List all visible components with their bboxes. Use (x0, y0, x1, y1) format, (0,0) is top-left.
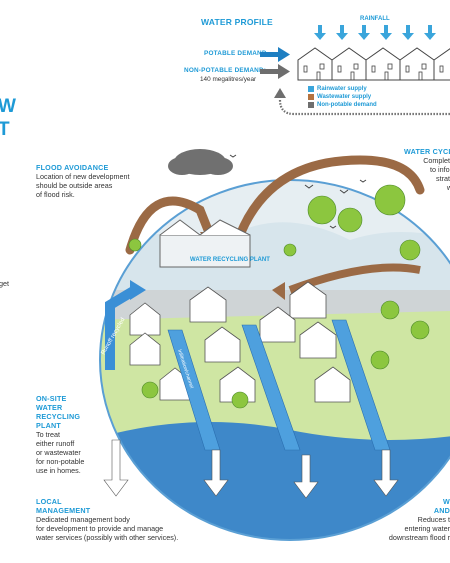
legend-wastewater: Wastewater supply (308, 93, 377, 101)
local-title-2: MANAGEMENT (36, 506, 91, 515)
water-cycle-line-1: Completed (423, 156, 450, 165)
bottom-right-line-1: Reduces t (417, 515, 450, 524)
birds (229, 154, 367, 229)
wastewater-arrow-right (235, 155, 425, 240)
onsite-title-2: WATER (36, 403, 63, 412)
onsite-line-2: either runoff (36, 439, 75, 448)
housing-clusters (129, 281, 351, 403)
onsite-block: ON-SITE WATER RECYCLING PLANT To treat e… (36, 394, 126, 475)
cloud-icon (168, 149, 233, 175)
water-cycle-illustration: Wastewater recycled Wastewater recycled … (99, 149, 450, 541)
potable-arrow (260, 47, 290, 62)
onsite-title-3: RECYCLING (36, 412, 81, 421)
water-cycle-line-2: to inform (430, 165, 450, 174)
left-heading-fragment-1: W (0, 96, 16, 117)
trees (128, 184, 430, 409)
water-cycle-title: WATER CYCLE (404, 147, 450, 156)
rainfall-label: RAINFALL (360, 16, 390, 22)
flood-avoidance-block: FLOOD AVOIDANCE Location of new developm… (36, 163, 166, 199)
onsite-title-1: ON-SITE (36, 394, 67, 403)
left-text-fragment: get (0, 279, 9, 288)
legend: Rainwater supply Wastewater supply Non-p… (308, 85, 377, 109)
wastewater-arrow-left (125, 196, 215, 255)
local-title-1: LOCAL (36, 497, 62, 506)
runoff-arrow (105, 285, 138, 370)
water-cycle-line-3: strateg (436, 174, 450, 183)
local-line-2: for development to provide and manage (36, 524, 164, 533)
water-recycling-plant (159, 219, 251, 268)
legend-rainwater: Rainwater supply (308, 85, 377, 93)
left-heading-fragment-2: T (0, 119, 10, 140)
water-cycle-block: WATER CYCLE Completed to inform strateg … (398, 147, 450, 201)
water-profile-diagram (260, 25, 450, 116)
local-line-1: Dedicated management body (36, 515, 130, 524)
blue-channels (167, 319, 391, 451)
water-cycle-line-4: wat (446, 183, 450, 192)
non-potable-arrow (260, 64, 290, 79)
local-line-3: water services (possibly with other serv… (36, 533, 179, 542)
water-cycle-line-5: d (398, 192, 450, 201)
onsite-line-4: for non-potable (36, 457, 85, 466)
rain-arrows (314, 25, 436, 40)
flood-avoidance-line-2: should be outside areas (36, 181, 113, 190)
onsite-line-3: or wastewater (36, 448, 81, 457)
flood-avoidance-line-1: Location of new development (36, 172, 130, 181)
onsite-line-5: use in homes. (36, 466, 81, 475)
outflow-arrows (103, 439, 399, 499)
bottom-right-line-2: entering water (404, 524, 450, 533)
return-flow-line (278, 99, 450, 116)
bottom-right-line-3: downstream flood r (388, 533, 450, 542)
flood-avoidance-line-3: of flood risk. (36, 190, 75, 199)
potable-demand-label: POTABLE DEMAND (204, 50, 267, 57)
onsite-title-4: PLANT (36, 421, 61, 430)
bottom-right-block: W AND Reduces t entering water downstrea… (370, 497, 450, 542)
legend-non-potable: Non-potable demand (308, 101, 377, 109)
water-profile-title: WATER PROFILE (201, 17, 273, 27)
bottom-right-title-2: AND (433, 506, 450, 515)
onsite-line-1: To treat (36, 430, 60, 439)
bottom-right-title-1: W (443, 497, 450, 506)
local-management-block: LOCAL MANAGEMENT Dedicated management bo… (36, 497, 236, 542)
flood-avoidance-title: FLOOD AVOIDANCE (36, 163, 109, 172)
non-potable-demand-value: 140 megalitres/year (200, 76, 257, 83)
plant-label: WATER RECYCLING PLANT (190, 257, 270, 263)
non-potable-demand-label: NON-POTABLE DEMAND: (184, 67, 267, 74)
